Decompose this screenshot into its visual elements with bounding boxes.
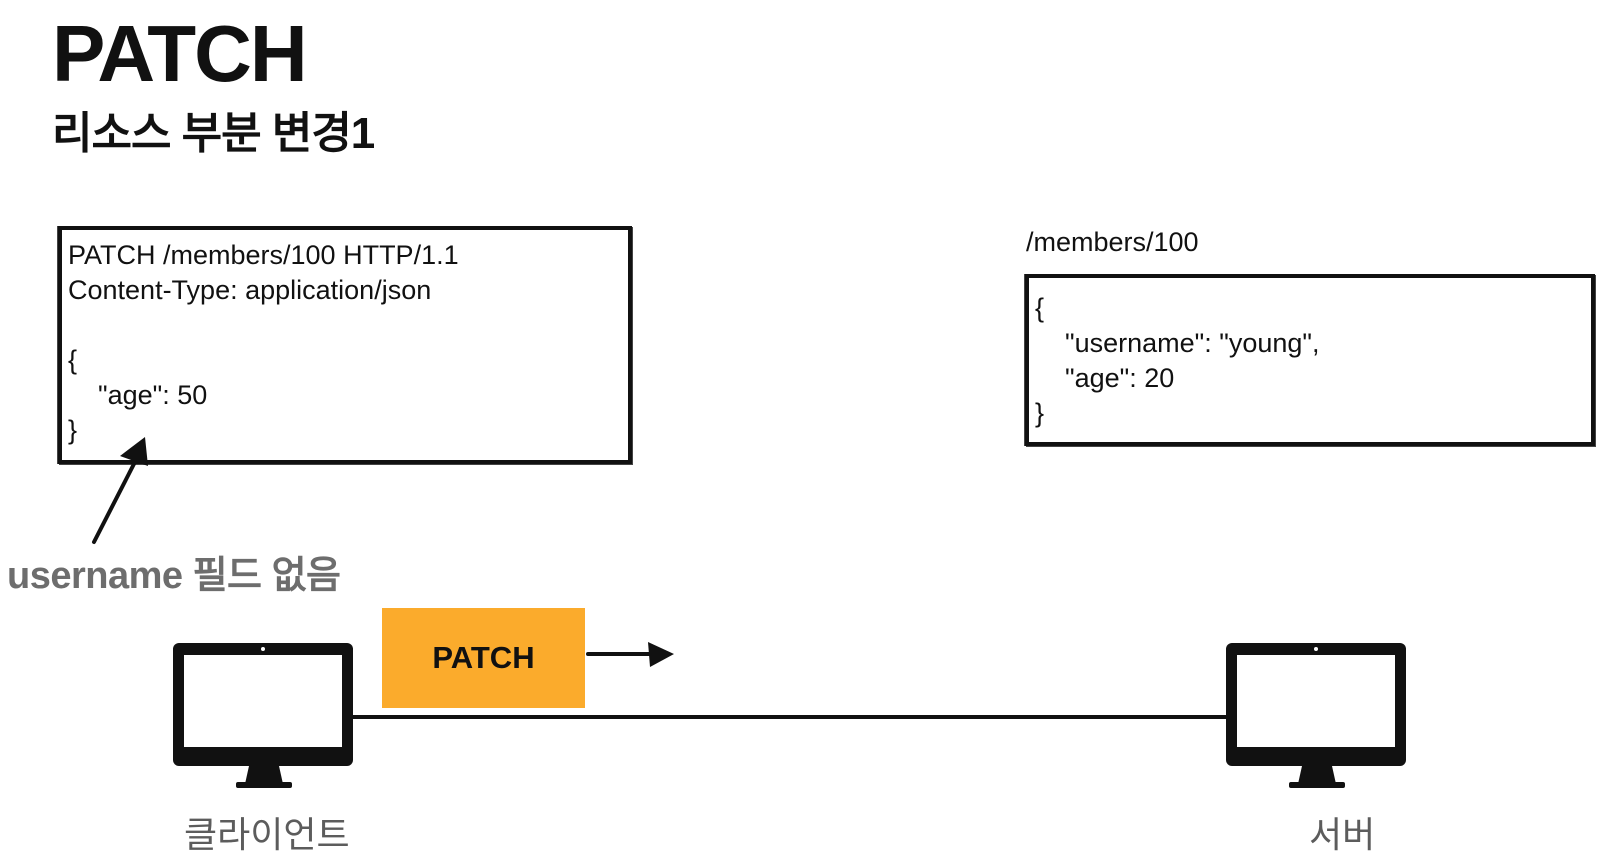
patch-method-label: PATCH <box>432 640 535 675</box>
resource-state-box: { "username": "young", "age": 20 } <box>1025 274 1595 446</box>
slide-subtitle: 리소스 부분 변경1 <box>52 109 375 158</box>
missing-field-annotation: username 필드 없음 <box>7 555 341 597</box>
server-label: 서버 <box>1309 814 1376 855</box>
resource-path: /members/100 <box>1026 227 1199 257</box>
resource-json: { "username": "young", "age": 20 } <box>1035 293 1320 428</box>
patch-method-badge: PATCH <box>382 608 585 708</box>
http-request-box: PATCH /members/100 HTTP/1.1 Content-Type… <box>58 226 632 464</box>
client-monitor-icon <box>173 643 353 788</box>
server-monitor-icon <box>1226 643 1406 788</box>
client-label: 클라이언트 <box>184 814 350 855</box>
http-request-message: PATCH /members/100 HTTP/1.1 Content-Type… <box>68 240 459 445</box>
request-direction-arrow <box>586 642 674 667</box>
slide-title: PATCH <box>52 9 308 98</box>
